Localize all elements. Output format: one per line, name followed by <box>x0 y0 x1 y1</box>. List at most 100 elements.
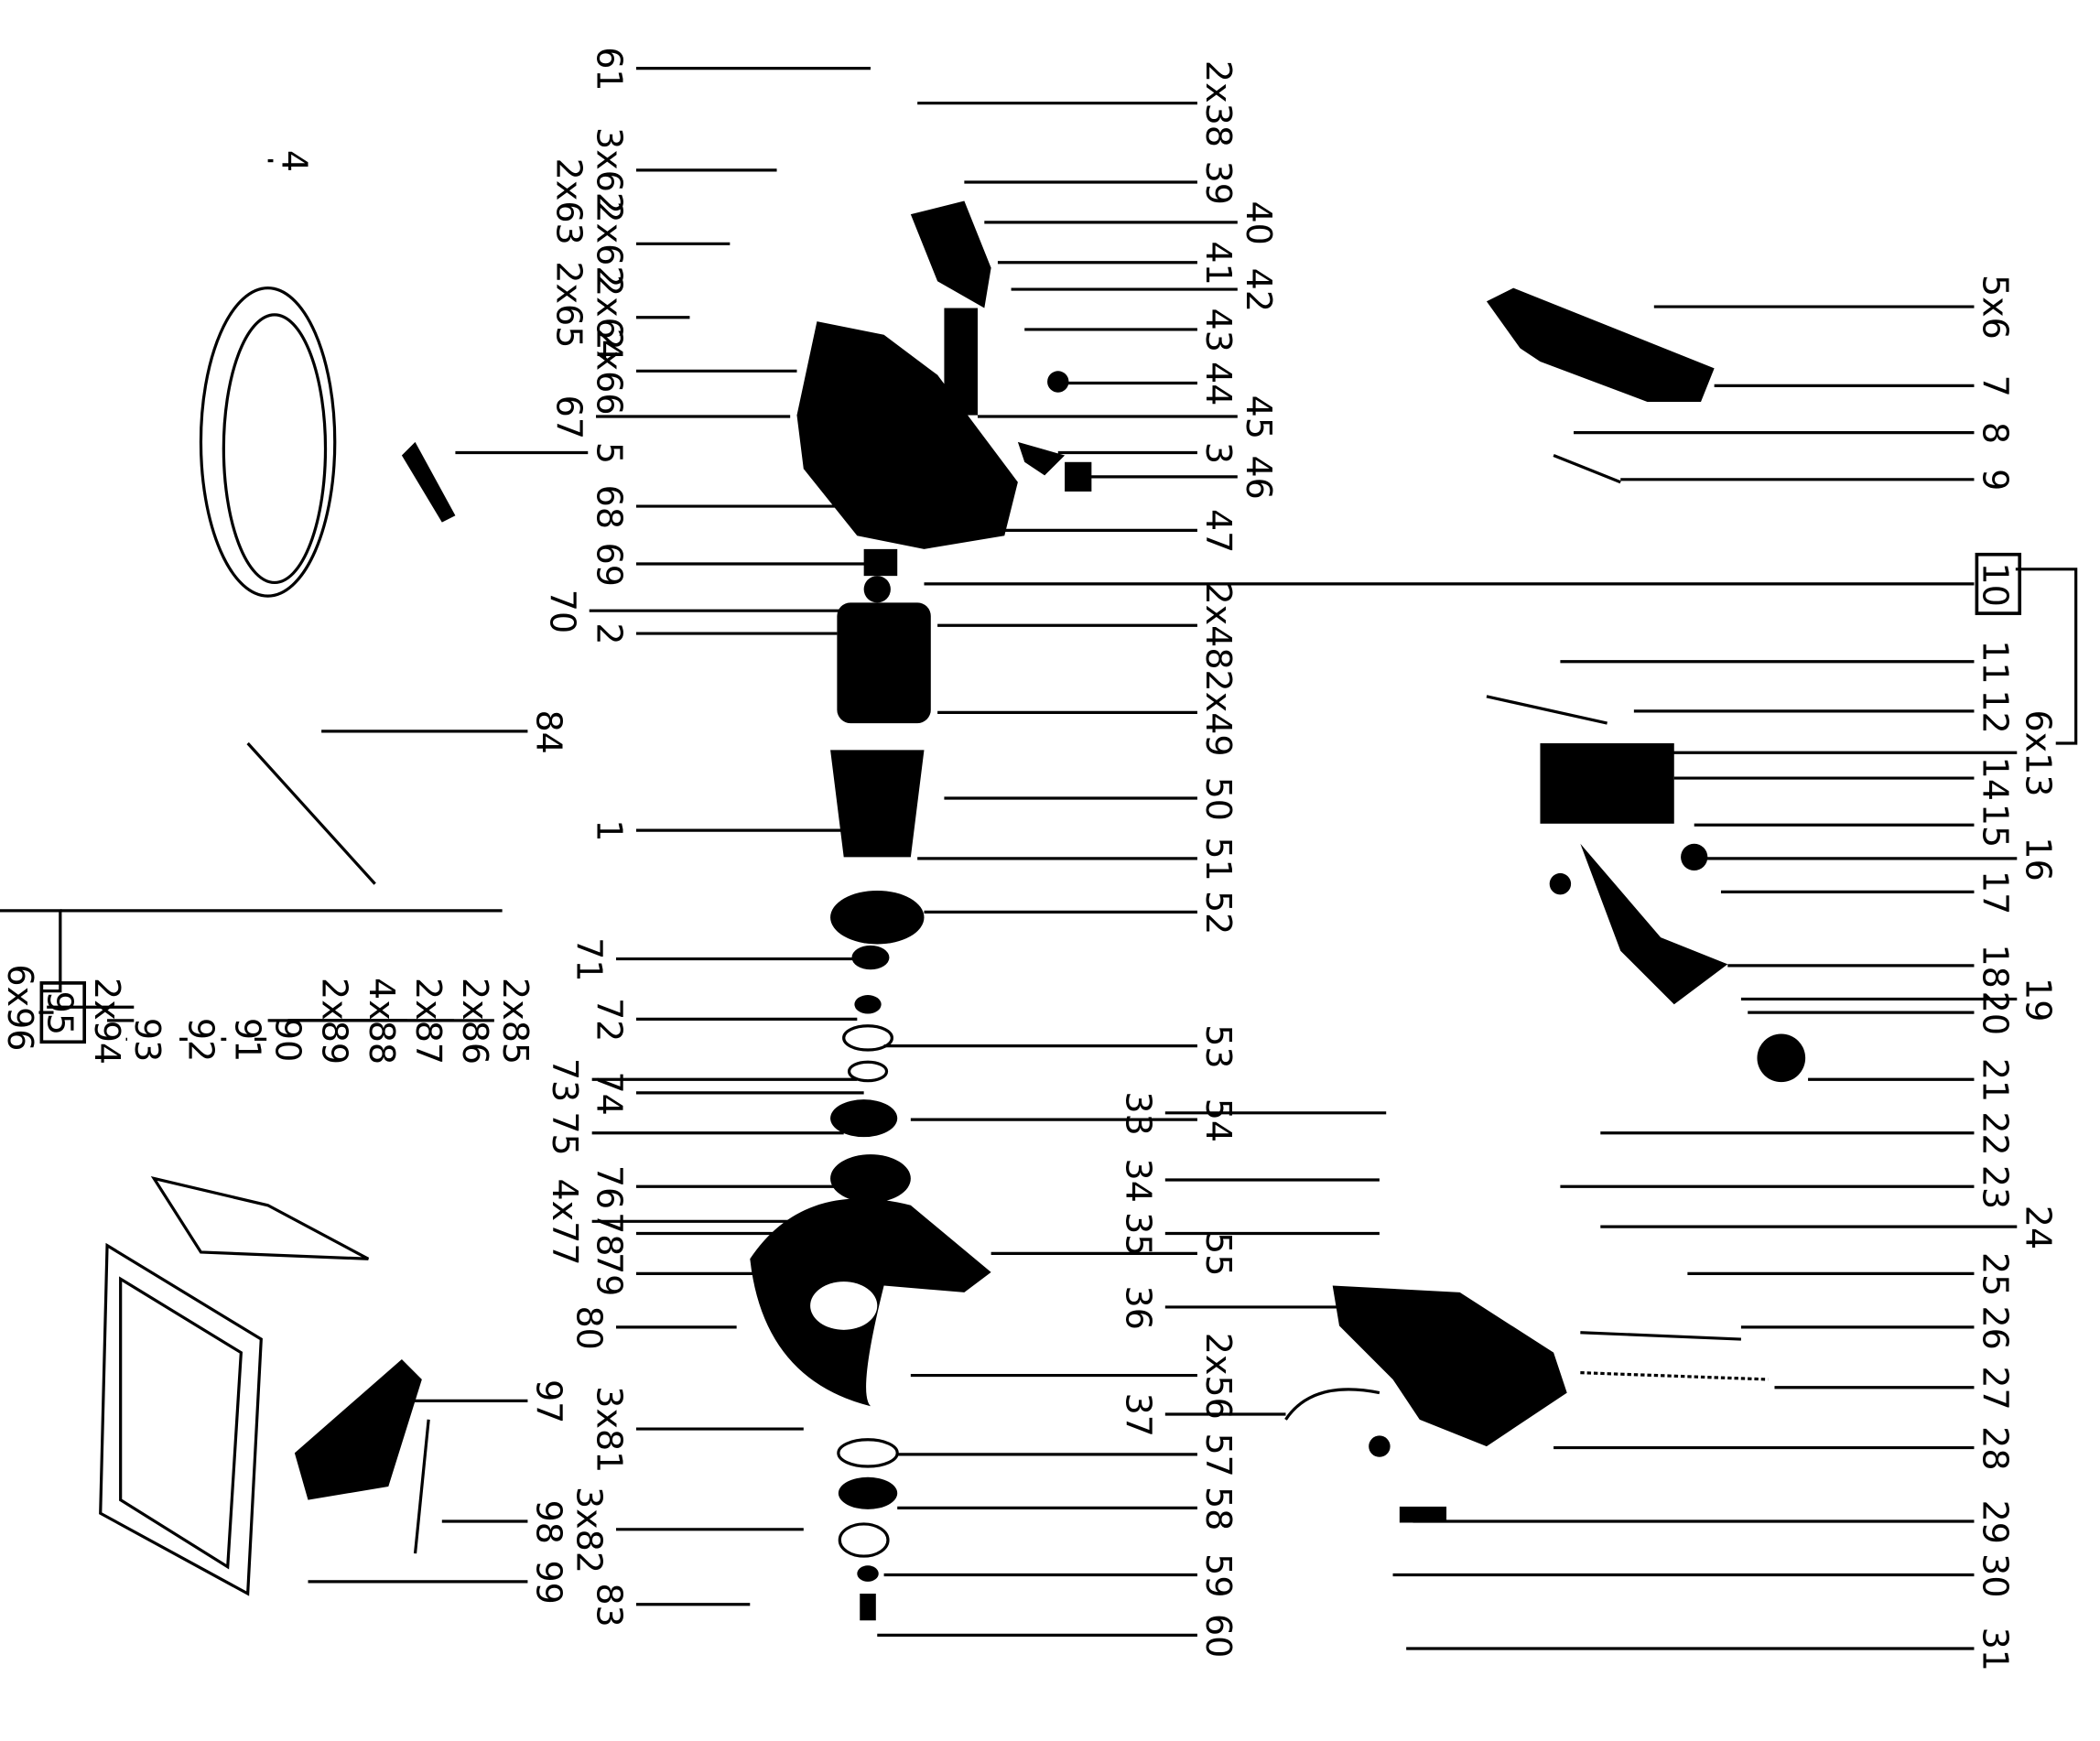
part-label-92: 92 <box>180 1018 221 1062</box>
part-label-70: 70 <box>542 589 582 633</box>
motor-housing <box>796 321 1018 549</box>
switch <box>944 308 978 416</box>
part-label-80: 80 <box>569 1305 610 1349</box>
ring <box>842 1024 893 1052</box>
part-label-99: 99 <box>529 1560 569 1604</box>
part-label-6x96: 6x96 <box>0 964 40 1051</box>
part-labels: 45613x622x622x632x642x652x66676869702171… <box>0 47 2059 1671</box>
wrench <box>246 741 376 885</box>
part-label-12: 12 <box>1976 689 2016 733</box>
part-label-2x62: 2x62 <box>590 200 630 287</box>
part-label-79: 79 <box>590 1252 630 1296</box>
part-label-57: 57 <box>1198 1433 1239 1476</box>
part-label-20: 20 <box>1976 991 2016 1035</box>
part-label-23: 23 <box>1976 1165 2016 1209</box>
part-label-39: 39 <box>1198 161 1239 205</box>
gear-housing <box>830 750 925 858</box>
cord-plug <box>401 441 456 523</box>
part-label-51: 51 <box>1198 837 1239 881</box>
flange <box>830 1099 898 1138</box>
part-label-22: 22 <box>1976 1111 2016 1155</box>
part-label-16: 16 <box>2019 837 2059 881</box>
part-label-53: 53 <box>1198 1024 1239 1068</box>
part-label-4x88: 4x88 <box>362 978 402 1065</box>
part-label-45: 45 <box>1239 395 1279 439</box>
part-label-2x85: 2x85 <box>495 978 536 1065</box>
power-cord <box>199 286 337 598</box>
part-label-50: 50 <box>1198 777 1239 821</box>
parts <box>99 200 1806 1621</box>
part-label-83: 83 <box>590 1583 630 1627</box>
part-label-2x64: 2x64 <box>590 275 630 362</box>
knob-small <box>1681 843 1708 870</box>
part-label-30: 30 <box>1976 1553 2016 1597</box>
part-label-2x63: 2x63 <box>549 158 590 245</box>
washer <box>854 995 882 1014</box>
part-label-40: 40 <box>1239 200 1279 244</box>
part-label-43: 43 <box>1198 308 1239 352</box>
part-label-67: 67 <box>549 395 590 439</box>
switch-assembly <box>1540 743 1674 824</box>
part-label-9: 9 <box>1976 469 2016 491</box>
part-label-55: 55 <box>1198 1232 1239 1276</box>
leader-lines <box>0 67 2078 1650</box>
part-label-74: 74 <box>590 1071 630 1115</box>
group-bracket <box>0 909 62 993</box>
part-label-2x87: 2x87 <box>408 978 449 1065</box>
part-label-34: 34 <box>1118 1159 1158 1203</box>
part-label-33: 33 <box>1118 1091 1158 1135</box>
lower-guard <box>1332 1285 1567 1447</box>
armature <box>837 602 931 724</box>
gear <box>830 890 925 945</box>
part-label-2x89: 2x89 <box>315 978 355 1065</box>
base-plate-inner <box>119 1276 244 1570</box>
bearing-lower <box>851 945 890 970</box>
part-label-61: 61 <box>590 47 630 91</box>
part-label-35: 35 <box>1118 1212 1158 1256</box>
label-box <box>1975 552 2022 615</box>
bolt <box>860 1594 876 1621</box>
part-label-90: 90 <box>267 1018 308 1062</box>
part-label-18: 18 <box>1976 944 2016 988</box>
part-label-19: 19 <box>2019 978 2059 1022</box>
guard-pin <box>1580 1331 1741 1341</box>
part-label-69: 69 <box>590 543 630 587</box>
guard-lever <box>1284 1388 1380 1421</box>
part-label-28: 28 <box>1976 1426 2016 1470</box>
handle-cover <box>910 200 991 308</box>
part-label-98: 98 <box>529 1500 569 1544</box>
part-label-29: 29 <box>1976 1500 2016 1544</box>
part-label-2x66: 2x66 <box>590 328 630 415</box>
part-label-59: 59 <box>1198 1553 1239 1597</box>
part-label-42: 42 <box>1239 268 1279 312</box>
part-label-27: 27 <box>1976 1366 2016 1410</box>
angle-fence <box>294 1358 422 1500</box>
part-label-25: 25 <box>1976 1252 2016 1296</box>
part-label-2x86: 2x86 <box>455 978 495 1065</box>
part-label-68: 68 <box>590 485 630 529</box>
part-label-3: 3 <box>1198 442 1239 464</box>
ring-small <box>847 1060 889 1083</box>
part-label-36: 36 <box>1118 1286 1158 1330</box>
part-label-11: 11 <box>1976 640 2016 684</box>
part-label-10: 10 <box>1976 563 2016 607</box>
part-label-46: 46 <box>1239 455 1279 499</box>
part-label-2x38: 2x38 <box>1198 60 1239 147</box>
part-label-78: 78 <box>590 1212 630 1256</box>
guard-hole <box>810 1281 878 1330</box>
guard-screw <box>1369 1435 1391 1457</box>
flange-large <box>830 1154 911 1203</box>
group-bracket <box>2015 568 2078 745</box>
part-label-71: 71 <box>569 937 610 981</box>
part-label-5x6: 5x6 <box>1976 275 2016 340</box>
part-label-72: 72 <box>590 998 630 1042</box>
cap <box>1549 872 1572 895</box>
part-label-52: 52 <box>1198 891 1239 935</box>
part-label-2x49: 2x49 <box>1198 670 1239 757</box>
part-label-2: 2 <box>590 622 630 644</box>
part-label-6x13: 6x13 <box>2019 709 2059 796</box>
part-label-44: 44 <box>1198 362 1239 406</box>
part-label-4x77: 4x77 <box>545 1178 585 1265</box>
bearing <box>863 576 891 603</box>
